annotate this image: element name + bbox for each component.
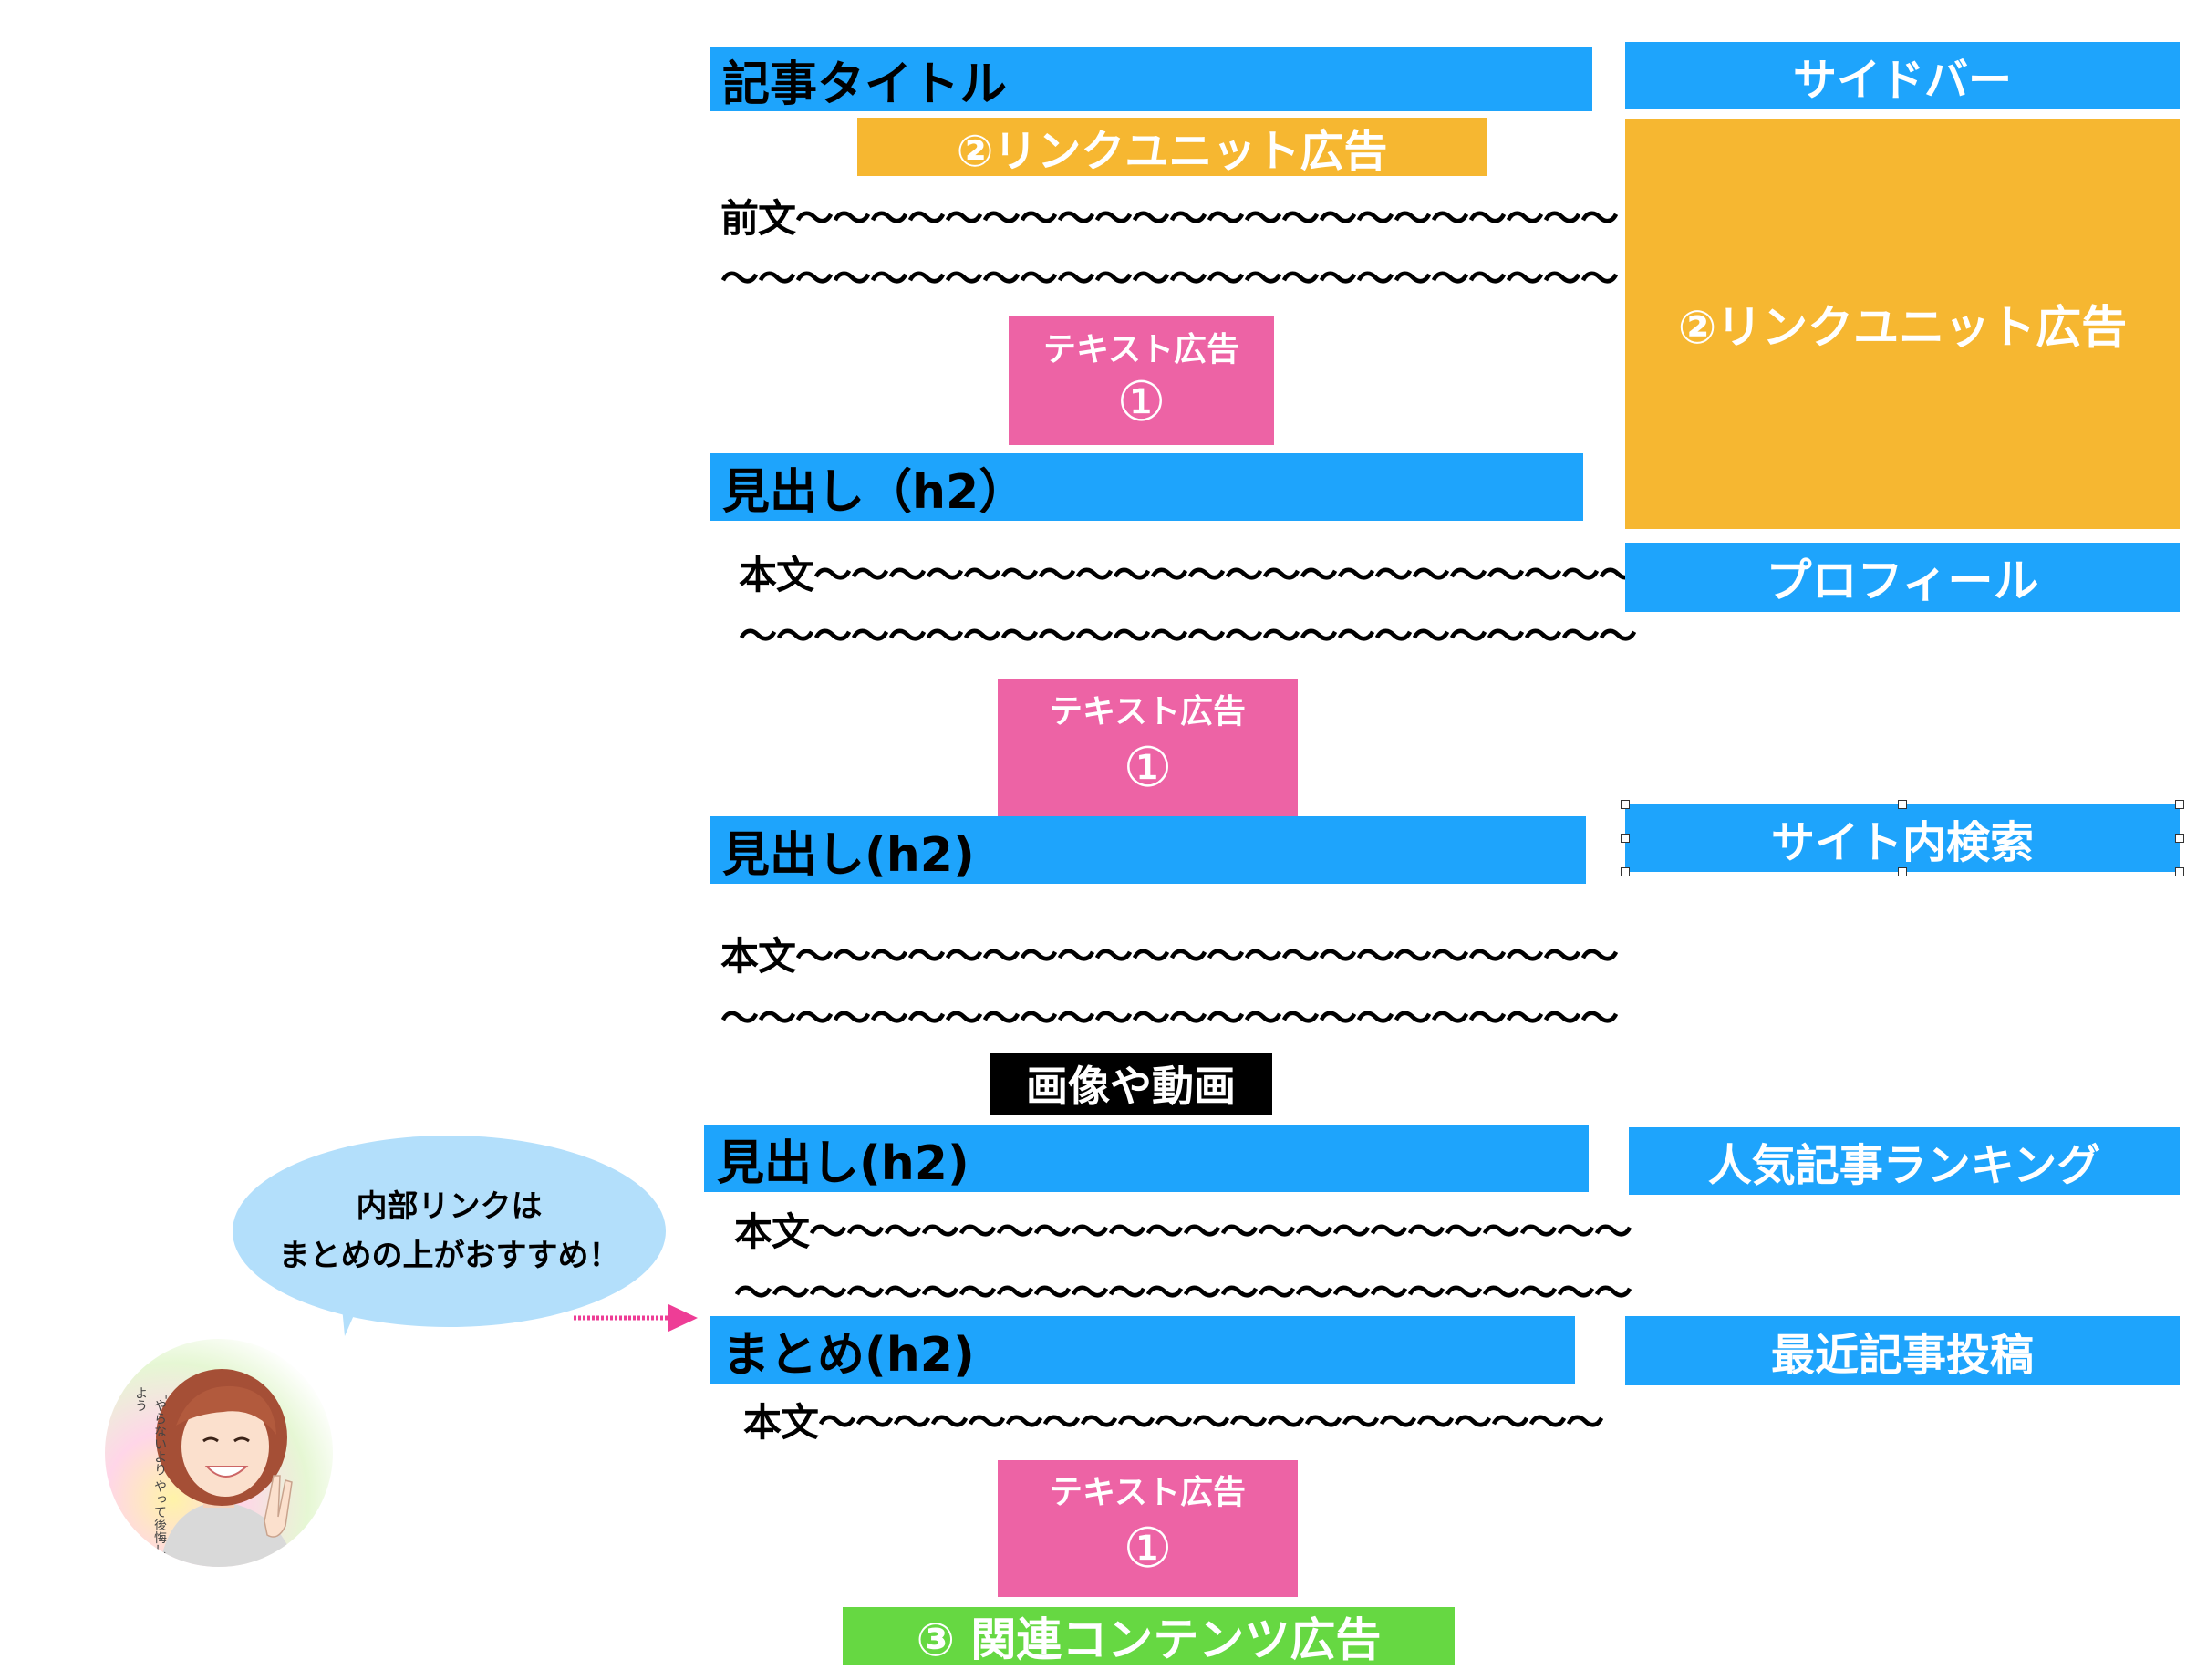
selection-handle[interactable]	[2175, 800, 2184, 809]
sidebar-site-search[interactable]: サイト内検索	[1625, 804, 2180, 872]
text-ad-3-label: テキスト広告	[1050, 1474, 1246, 1511]
sidebar-link-unit-ad-label: ②リンクユニット広告	[1677, 301, 2128, 354]
avatar-caption-line-2: やって後悔しよう	[133, 1386, 167, 1557]
body-2-line-1: 本文〜〜〜〜〜〜〜〜〜〜〜〜〜〜〜〜〜〜〜〜〜〜	[720, 934, 1619, 979]
heading-2-bar: 見出し(h2)	[710, 816, 1586, 884]
avatar-caption-line-1: 「やらないより	[152, 1386, 167, 1476]
sidebar-title-label: サイドバー	[1792, 55, 2012, 106]
sidebar-profile-label: プロフィール	[1766, 555, 2039, 607]
avatar-portrait-icon	[156, 1369, 296, 1567]
body-2-line-2: 〜〜〜〜〜〜〜〜〜〜〜〜〜〜〜〜〜〜〜〜〜〜〜〜	[720, 996, 1619, 1041]
avatar-caption: 「やらないより やって後悔しよう	[130, 1386, 169, 1567]
text-ad-3: テキスト広告 ①	[998, 1460, 1298, 1597]
arrow-right-icon	[574, 1304, 698, 1332]
selection-handle[interactable]	[1621, 800, 1630, 809]
body-1-line-1: 本文〜〜〜〜〜〜〜〜〜〜〜〜〜〜〜〜〜〜〜〜〜〜	[739, 553, 1637, 597]
intro-line-2: 〜〜〜〜〜〜〜〜〜〜〜〜〜〜〜〜〜〜〜〜〜〜〜〜	[720, 256, 1619, 301]
text-ad-1-number: ①	[1116, 370, 1166, 434]
selection-handle[interactable]	[1898, 867, 1907, 876]
selection-handle[interactable]	[2175, 834, 2184, 843]
related-content-ad-label: ③ 関連コンテンツ広告	[916, 1613, 1382, 1666]
media-label: 画像や動画	[1026, 1062, 1236, 1111]
text-ad-2: テキスト広告 ①	[998, 679, 1298, 816]
text-ad-2-number: ①	[1123, 736, 1173, 800]
speech-bubble-line-1: 内部リンクは	[356, 1187, 543, 1225]
sidebar-link-unit-ad: ②リンクユニット広告	[1625, 119, 2180, 529]
body-3-line-1: 本文〜〜〜〜〜〜〜〜〜〜〜〜〜〜〜〜〜〜〜〜〜〜	[734, 1209, 1632, 1254]
body-3-line-2: 〜〜〜〜〜〜〜〜〜〜〜〜〜〜〜〜〜〜〜〜〜〜〜〜	[734, 1270, 1632, 1315]
sidebar-popular-ranking-label: 人気記事ランキング	[1707, 1140, 2101, 1191]
heading-1-bar: 見出し（h2）	[710, 453, 1583, 521]
text-ad-1-label: テキスト広告	[1043, 331, 1239, 368]
text-ad-2-label: テキスト広告	[1050, 693, 1246, 731]
body-1-line-2: 〜〜〜〜〜〜〜〜〜〜〜〜〜〜〜〜〜〜〜〜〜〜〜〜	[739, 614, 1637, 659]
selection-handle[interactable]	[1898, 800, 1907, 809]
summary-heading-bar: まとめ(h2)	[710, 1316, 1575, 1384]
related-content-ad: ③ 関連コンテンツ広告	[843, 1607, 1455, 1666]
heading-3: 見出し(h2)	[717, 1136, 969, 1191]
text-ad-1: テキスト広告 ①	[1009, 316, 1274, 445]
sidebar-recent-posts-label: 最近記事投稿	[1770, 1330, 2034, 1381]
speech-bubble-line-2: まとめの上がおすすめ！	[278, 1238, 620, 1274]
link-unit-ad-top: ②リンクユニット広告	[857, 118, 1487, 177]
avatar: 「やらないより やって後悔しよう	[105, 1339, 333, 1567]
summary-heading: まとめ(h2)	[722, 1327, 975, 1383]
selection-handle[interactable]	[1621, 867, 1630, 876]
link-unit-ad-top-label: ②リンクユニット広告	[956, 126, 1388, 177]
media-label-box: 画像や動画	[990, 1053, 1272, 1115]
summary-body-line: 本文〜〜〜〜〜〜〜〜〜〜〜〜〜〜〜〜〜〜〜〜〜	[743, 1400, 1604, 1445]
sidebar-profile: プロフィール	[1625, 543, 2180, 612]
intro-line-1: 前文〜〜〜〜〜〜〜〜〜〜〜〜〜〜〜〜〜〜〜〜〜〜	[720, 196, 1619, 241]
speech-bubble: 内部リンクは まとめの上がおすすめ！	[233, 1136, 666, 1327]
article-title: 記事タイトル	[722, 57, 1008, 112]
text-ad-3-number: ①	[1123, 1517, 1173, 1581]
heading-1: 見出し（h2）	[722, 464, 1027, 520]
sidebar-site-search-label: サイト内検索	[1770, 817, 2034, 868]
selection-handle[interactable]	[1621, 834, 1630, 843]
heading-2: 見出し(h2)	[722, 827, 975, 883]
selection-handle[interactable]	[2175, 867, 2184, 876]
sidebar-recent-posts: 最近記事投稿	[1625, 1316, 2180, 1385]
sidebar-title: サイドバー	[1625, 42, 2180, 109]
sidebar-popular-ranking: 人気記事ランキング	[1629, 1127, 2180, 1195]
heading-3-bar: 見出し(h2)	[704, 1125, 1589, 1192]
article-title-bar: 記事タイトル	[710, 47, 1592, 112]
